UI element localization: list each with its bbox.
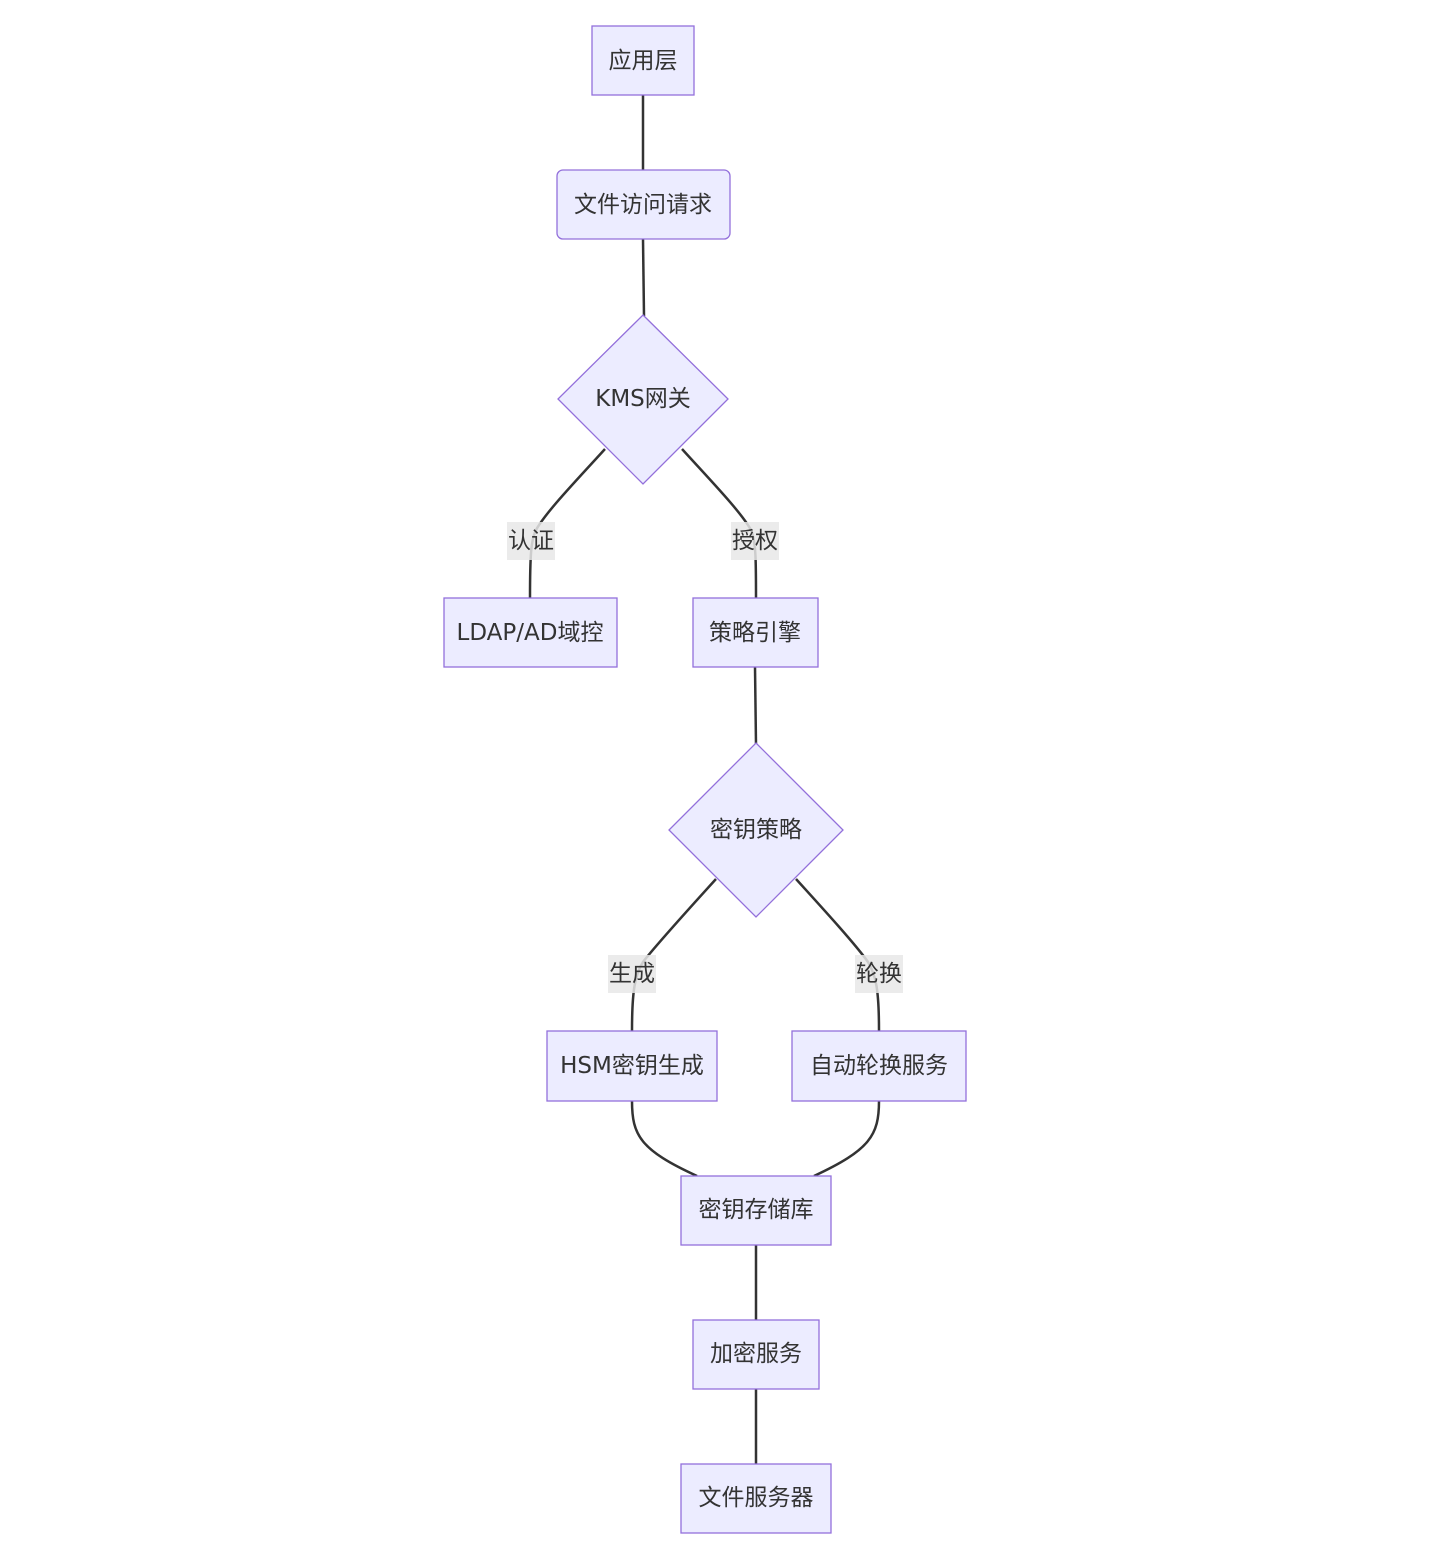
edge-label-bg [507,522,555,560]
node-label: 自动轮换服务 [810,1053,948,1079]
edge-rotation-to-keystore [813,1100,881,1178]
node-file-access-request[interactable]: 文件访问请求 [556,169,731,240]
node-label: 文件访问请求 [574,192,712,218]
edge-label-auth: 认证 [507,522,555,560]
node-policy-engine[interactable]: 策略引擎 [692,597,819,668]
node-label: 密钥策略 [710,817,802,843]
node-label: 策略引擎 [709,620,801,646]
node-file-server[interactable]: 文件服务器 [680,1463,832,1534]
edge-label-bg [731,522,779,560]
nodes: 应用层 文件访问请求 KMS网关 LDAP/AD域控 策略引擎 密钥策略 HSM… [443,25,967,1534]
node-label: KMS网关 [595,386,691,412]
node-key-policy[interactable]: 密钥策略 [668,742,844,918]
node-box [556,169,731,240]
node-label: LDAP/AD域控 [457,620,604,646]
edges [528,95,881,1464]
edge-label-rotate: 轮换 [855,955,903,993]
node-auto-rotation[interactable]: 自动轮换服务 [791,1030,967,1102]
node-box [791,1030,967,1102]
node-label: 应用层 [609,48,678,74]
edge-label-text: 生成 [609,961,655,987]
node-label: 文件服务器 [699,1485,814,1511]
edge-label-authz: 授权 [731,522,779,560]
edge-labels: 认证 授权 生成 轮换 [507,522,903,993]
edge-hsm-to-keystore [630,1100,698,1178]
node-hsm-keygen[interactable]: HSM密钥生成 [546,1030,718,1102]
node-box [680,1463,832,1534]
node-key-store[interactable]: 密钥存储库 [680,1175,832,1246]
edge-label-generate: 生成 [608,955,656,993]
edge-label-bg [855,955,903,993]
edge-request-to-kms [641,238,646,317]
node-box [692,597,819,668]
node-label: 密钥存储库 [699,1197,814,1223]
node-kms-gateway[interactable]: KMS网关 [557,314,729,485]
node-app-layer[interactable]: 应用层 [591,25,695,96]
node-diamond [668,742,844,918]
edge-label-text: 轮换 [856,961,902,987]
node-label: HSM密钥生成 [560,1053,704,1079]
node-box [692,1319,820,1390]
node-diamond [557,314,729,485]
edge-label-text: 授权 [732,528,778,554]
node-ldap-ad[interactable]: LDAP/AD域控 [443,597,618,668]
node-encryption-service[interactable]: 加密服务 [692,1319,820,1390]
node-box [443,597,618,668]
node-box [680,1175,832,1246]
edge-label-text: 认证 [508,528,554,554]
edge-policy-engine-to-key-policy [753,666,758,746]
node-box [591,25,695,96]
node-box [546,1030,718,1102]
edge-label-bg [608,955,656,993]
node-label: 加密服务 [710,1341,802,1367]
